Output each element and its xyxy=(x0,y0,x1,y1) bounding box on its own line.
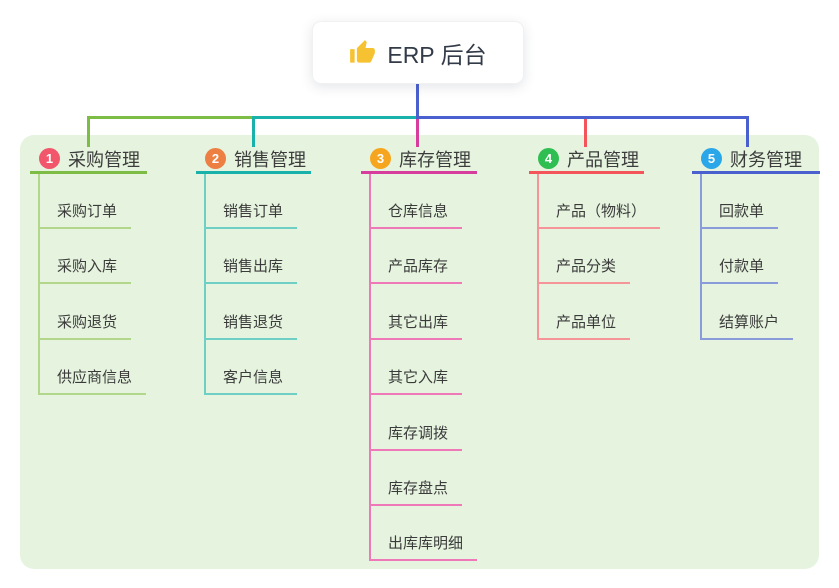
child-node[interactable]: 销售退货 xyxy=(204,312,298,340)
child-node[interactable]: 仓库信息 xyxy=(369,201,463,229)
thumbs-up-icon xyxy=(350,40,376,63)
branch-number-badge: 3 xyxy=(370,148,391,169)
branch-number-badge: 1 xyxy=(39,148,60,169)
child-node[interactable]: 回款单 xyxy=(700,201,779,229)
branch-label: 库存管理 xyxy=(399,149,471,170)
branch-finance-management: 5 财务管理 回款单付款单结算账户 xyxy=(692,146,820,340)
child-node[interactable]: 其它入库 xyxy=(369,367,463,395)
connector-drop-branch4 xyxy=(584,119,587,147)
branch-header[interactable]: 1 采购管理 xyxy=(30,146,147,174)
connector-horizontal-branch1 xyxy=(87,116,254,119)
child-node[interactable]: 采购退货 xyxy=(38,312,132,340)
connector-drop-branch3 xyxy=(416,119,419,147)
child-node[interactable]: 付款单 xyxy=(700,256,779,284)
connector-drop-branch1 xyxy=(87,119,90,147)
branch-purchase-management: 1 采购管理 采购订单采购入库采购退货供应商信息 xyxy=(30,146,147,395)
branch-header[interactable]: 3 库存管理 xyxy=(361,146,477,174)
connector-root-drop xyxy=(416,82,419,119)
branch-inventory-management: 3 库存管理 仓库信息产品库存其它出库其它入库库存调拨库存盘点出库库明细 xyxy=(361,146,478,561)
branch-number-badge: 2 xyxy=(205,148,226,169)
branch-child-connector xyxy=(204,174,206,395)
branch-child-connector xyxy=(369,174,371,561)
child-node[interactable]: 产品（物料） xyxy=(537,201,661,229)
branch-child-connector xyxy=(700,174,702,340)
branch-label: 采购管理 xyxy=(68,149,140,170)
child-node[interactable]: 销售出库 xyxy=(204,256,298,284)
child-node[interactable]: 库存盘点 xyxy=(369,478,463,506)
branch-product-management: 4 产品管理 产品（物料） 产品分类产品单位 xyxy=(529,146,661,340)
branch-header[interactable]: 4 产品管理 xyxy=(529,146,644,174)
branch-header[interactable]: 2 销售管理 xyxy=(196,146,311,174)
root-title: ERP 后台 xyxy=(387,41,487,68)
child-node[interactable]: 供应商信息 xyxy=(38,367,147,395)
child-node[interactable]: 库存调拨 xyxy=(369,423,463,451)
child-node[interactable]: 产品库存 xyxy=(369,256,463,284)
branch-child-connector xyxy=(38,174,40,395)
branch-child-connector xyxy=(537,174,539,340)
branches-panel xyxy=(20,135,819,569)
branch-sales-management: 2 销售管理 销售订单销售出库销售退货客户信息 xyxy=(196,146,311,395)
child-node[interactable]: 产品单位 xyxy=(537,312,631,340)
child-node[interactable]: 产品分类 xyxy=(537,256,631,284)
branch-number-badge: 5 xyxy=(701,148,722,169)
child-node[interactable]: 结算账户 xyxy=(700,312,794,340)
branch-label: 财务管理 xyxy=(730,149,802,170)
child-node[interactable]: 出库库明细 xyxy=(369,533,478,561)
connector-drop-branch2 xyxy=(252,119,255,147)
connector-horizontal-branch2 xyxy=(252,116,419,119)
branch-label: 销售管理 xyxy=(234,149,306,170)
connector-horizontal-branch5 xyxy=(416,116,749,119)
branch-header[interactable]: 5 财务管理 xyxy=(692,146,820,174)
child-node[interactable]: 其它出库 xyxy=(369,312,463,340)
child-node[interactable]: 销售订单 xyxy=(204,201,298,229)
branch-label: 产品管理 xyxy=(567,149,639,170)
connector-drop-branch5 xyxy=(746,119,749,147)
root-node[interactable]: ERP 后台 xyxy=(312,21,524,84)
branch-number-badge: 4 xyxy=(538,148,559,169)
child-node[interactable]: 采购订单 xyxy=(38,201,132,229)
child-node[interactable]: 采购入库 xyxy=(38,256,132,284)
child-node[interactable]: 客户信息 xyxy=(204,367,298,395)
